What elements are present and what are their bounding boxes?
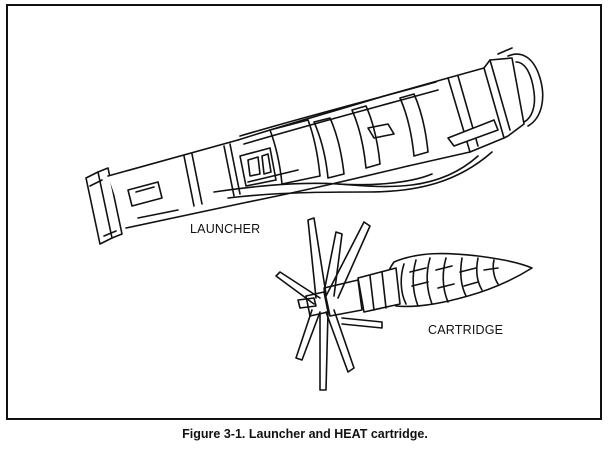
launcher-lower-line bbox=[137, 209, 179, 219]
launcher-mid-line bbox=[247, 169, 299, 183]
cartridge-warhead bbox=[385, 252, 533, 308]
launcher-tube bbox=[107, 47, 544, 229]
cartridge-label: CARTRIDGE bbox=[428, 323, 504, 337]
figure-illustration bbox=[85, 47, 544, 391]
launcher-drawing bbox=[85, 47, 544, 245]
cartridge-drawing bbox=[275, 217, 533, 391]
launcher-sling bbox=[213, 119, 499, 199]
cartridge-fins bbox=[275, 217, 383, 391]
launcher-muzzle-cap bbox=[85, 167, 123, 245]
cartridge-body bbox=[305, 267, 401, 317]
figure-caption: Figure 3-1. Launcher and HEAT cartridge. bbox=[182, 427, 428, 441]
launcher-label: LAUNCHER bbox=[190, 222, 261, 236]
figure-frame: LAUNCHER CARTRIDGE bbox=[6, 4, 602, 420]
